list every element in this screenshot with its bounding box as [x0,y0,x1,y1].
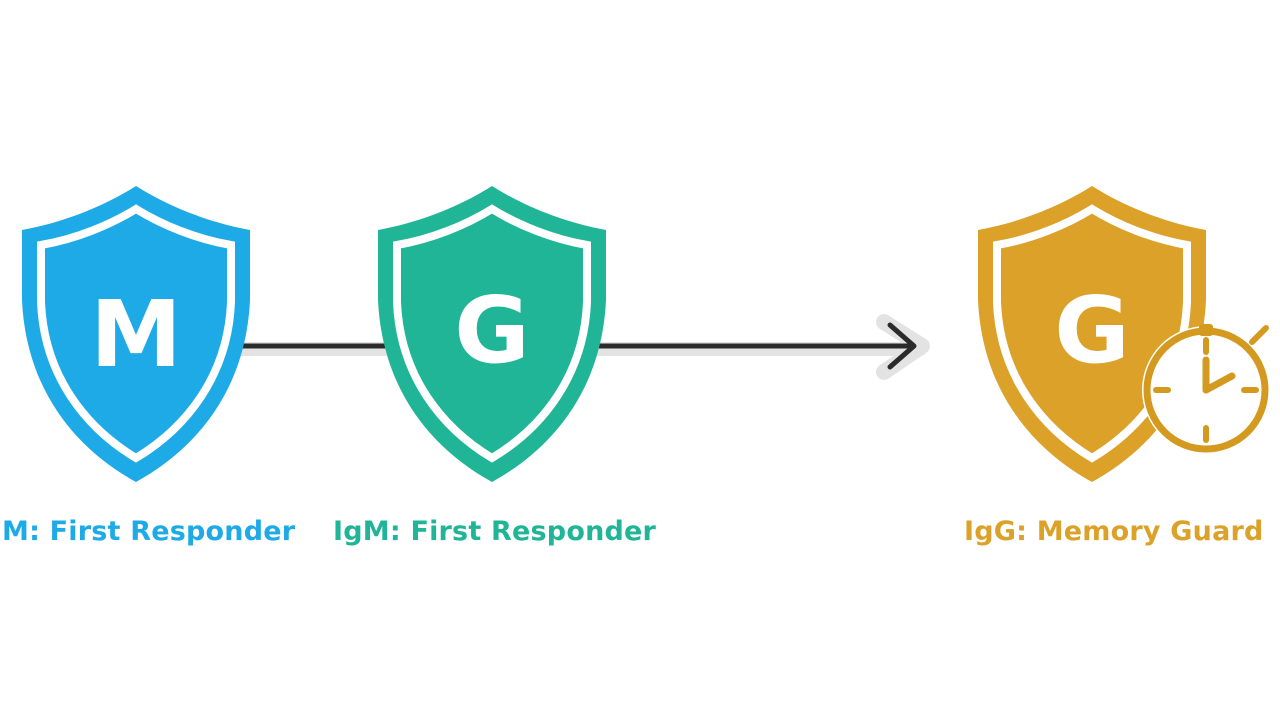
shield-icon: G [378,186,606,482]
caption-igg-memory-guard: IgG: Memory Guard [964,516,1264,547]
shield-letter: G [454,277,530,384]
shield-letter: M [90,281,182,388]
shield-letter: G [1054,277,1130,384]
stopwatch-icon [1142,324,1270,454]
arrow-right-icon [887,322,917,370]
shield-icon: M [22,186,250,482]
caption-igm-first-responder: IgM: First Responder [333,516,657,547]
caption-first-responder: M: First Responder [2,516,296,547]
